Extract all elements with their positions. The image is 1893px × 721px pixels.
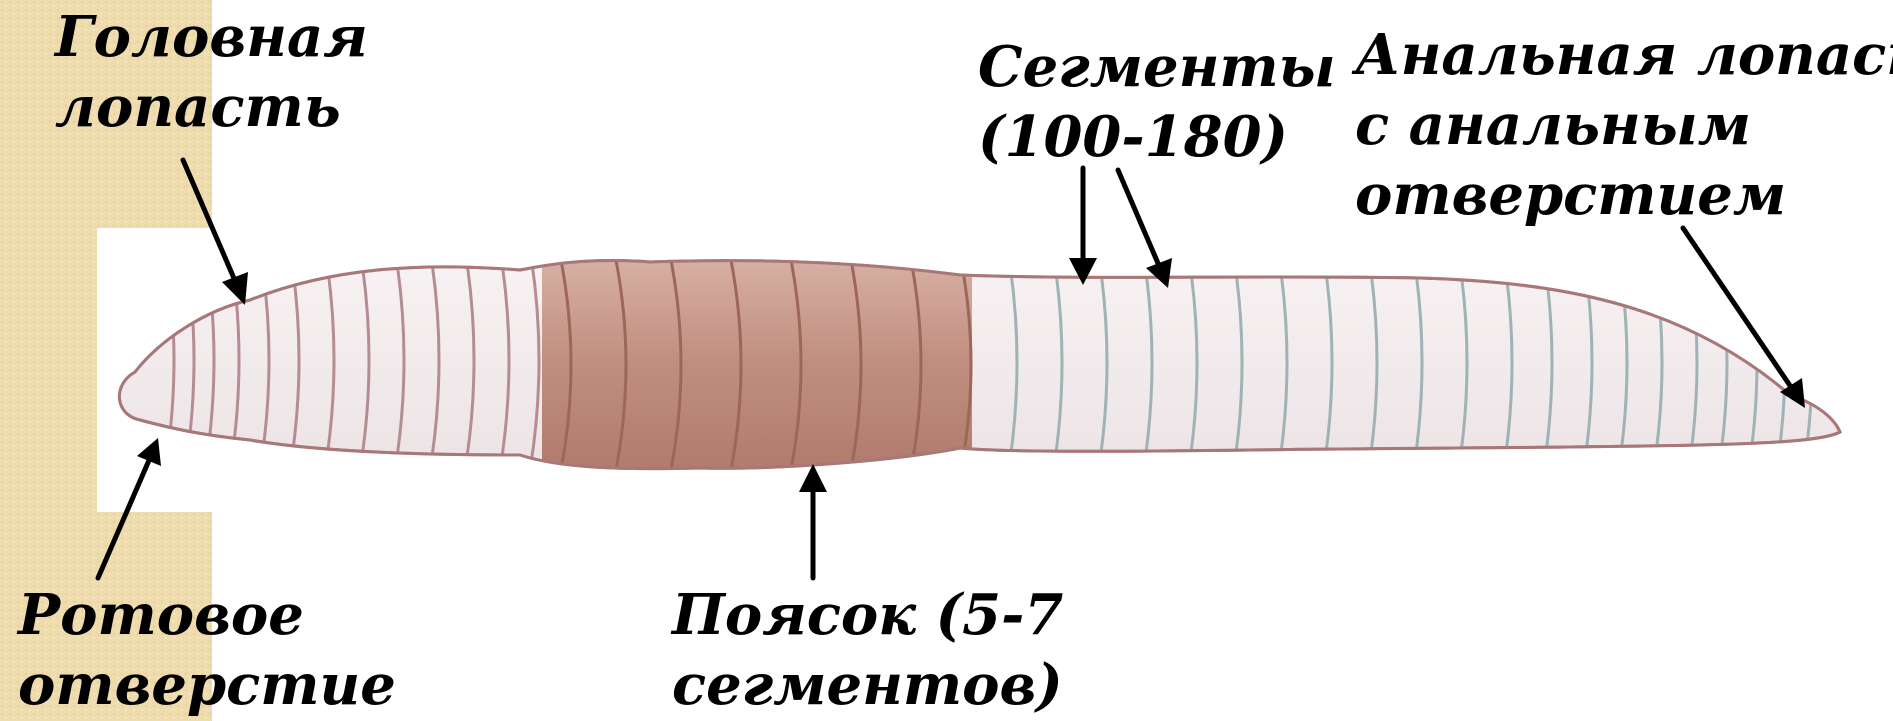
label-head-lobe-line1: Головная (55, 2, 368, 72)
label-anal-lobe-line1: Анальная лопасть (1355, 20, 1893, 90)
clitellum-band (542, 250, 972, 475)
arrow-clitellum (799, 464, 827, 578)
label-mouth: Ротовое отверстие (18, 580, 396, 720)
arrow-segment-1 (1069, 168, 1097, 285)
label-anal-lobe-line2: с анальным (1355, 90, 1893, 160)
label-anal-lobe: Анальная лопасть с анальным отверстием (1355, 20, 1893, 230)
label-clitellum-line1: Поясок (5-7 (672, 580, 1063, 650)
worm-body (119, 260, 1840, 468)
label-segments-line1: Сегменты (978, 32, 1336, 102)
label-segments-line2: (100-180) (978, 102, 1336, 172)
label-anal-lobe-line3: отверстием (1355, 160, 1893, 230)
arrow-segment-2 (1118, 170, 1172, 288)
label-mouth-line2: отверстие (18, 650, 396, 720)
label-clitellum: Поясок (5-7 сегментов) (672, 580, 1063, 720)
label-head-lobe-line2: лопасть (55, 72, 368, 142)
label-mouth-line1: Ротовое (18, 580, 396, 650)
label-head-lobe: Головная лопасть (55, 2, 368, 142)
label-clitellum-line2: сегментов) (672, 650, 1063, 720)
label-segments: Сегменты (100-180) (978, 32, 1336, 172)
